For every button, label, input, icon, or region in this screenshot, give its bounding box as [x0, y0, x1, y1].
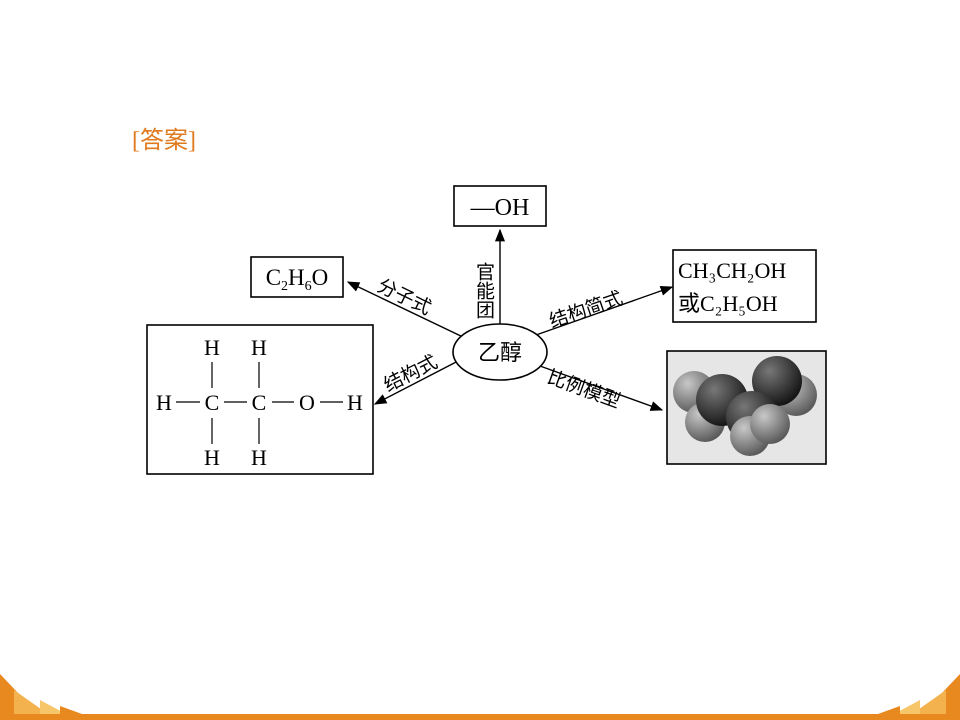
atom-h: H: [251, 335, 267, 360]
simplified-structure-line2: 或C₂H₅OH: [678, 291, 778, 316]
edge-simplified-structure: [535, 286, 674, 336]
structural-formula: H H H C C O H H H: [156, 335, 363, 470]
edge-ball-model: [539, 365, 664, 411]
edge-structural-formula: [373, 359, 461, 405]
label-molecular-formula: 分子式: [374, 275, 435, 320]
molecular-formula-box: [250, 256, 344, 298]
label-ball-model: 比例模型: [544, 366, 623, 413]
functional-group-formula: —OH: [470, 195, 530, 221]
atom-c: C: [205, 390, 220, 415]
ethanol-space-filling-model: [673, 356, 817, 456]
atom-h: H: [251, 445, 267, 470]
edge-molecular-formula: [346, 281, 466, 339]
simplified-structure-box: [672, 249, 817, 323]
simplified-structure-line1: CH₃CH₂OH: [678, 258, 786, 283]
functional-group-box: [453, 185, 547, 227]
label-simplified-structure: 结构简式: [546, 287, 625, 333]
atom-h: H: [347, 390, 363, 415]
answer-label: [答案]: [132, 128, 196, 154]
center-label: 乙醇: [478, 341, 522, 366]
label-structural-formula: 结构式: [380, 351, 441, 396]
atom-o: O: [299, 390, 315, 415]
footer-decoration: [0, 674, 960, 720]
atom-h: H: [204, 445, 220, 470]
structural-formula-box: [146, 324, 374, 475]
molecular-formula: C2H6O: [266, 265, 329, 294]
atom-c: C: [252, 390, 267, 415]
label-functional-group: 官能团: [473, 262, 495, 319]
atom-h: H: [204, 335, 220, 360]
atom-h: H: [156, 390, 172, 415]
center-node: [452, 323, 548, 381]
